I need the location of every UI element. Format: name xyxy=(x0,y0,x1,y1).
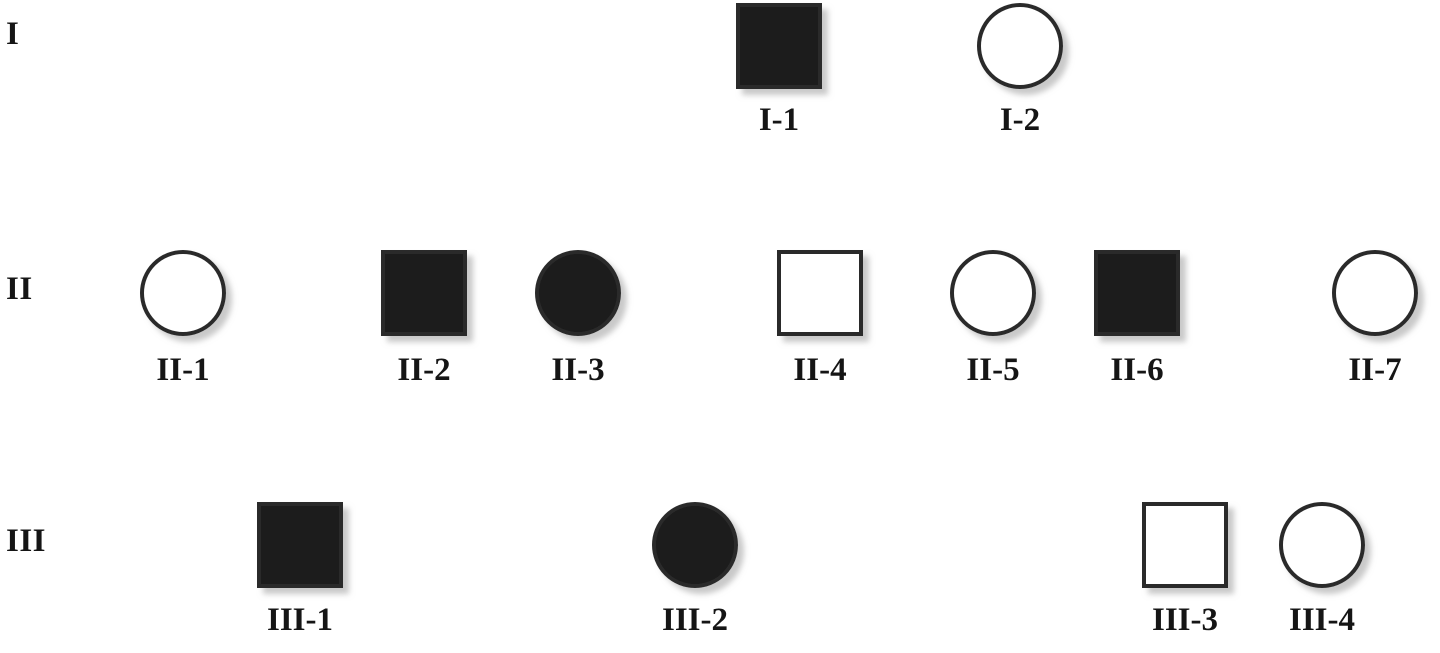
connector-lines xyxy=(222,44,1336,506)
individual-label-iii-4: III-4 xyxy=(1288,602,1356,638)
individual-symbol-iii-3-male-square-unaffected[interactable] xyxy=(1142,502,1228,588)
individual-label-ii-7: II-7 xyxy=(1348,352,1402,388)
individual-label-ii-3: II-3 xyxy=(551,352,605,388)
individual-label-iii-1: III-1 xyxy=(266,602,334,638)
individual-label-i-1: I-1 xyxy=(758,102,800,138)
individual-symbol-iii-4-female-circle-unaffected[interactable] xyxy=(1279,502,1365,588)
individual-label-ii-4: II-4 xyxy=(793,352,847,388)
individual-symbol-ii-1-female-circle-unaffected[interactable] xyxy=(140,250,226,336)
individual-label-ii-2: II-2 xyxy=(397,352,451,388)
individual-symbol-ii-2-male-square-affected[interactable] xyxy=(381,250,467,336)
individual-symbol-ii-6-male-square-affected[interactable] xyxy=(1094,250,1180,336)
individual-symbols xyxy=(140,3,1418,588)
generation-label-i: I xyxy=(6,16,20,52)
generation-label-ii: II xyxy=(6,271,33,307)
individual-symbol-iii-2-female-circle-affected[interactable] xyxy=(652,502,738,588)
individual-symbol-i-1-male-square-affected[interactable] xyxy=(736,3,822,89)
individual-label-ii-5: II-5 xyxy=(966,352,1020,388)
individual-label-i-2: I-2 xyxy=(999,102,1041,138)
individual-symbol-ii-7-female-circle-unaffected[interactable] xyxy=(1332,250,1418,336)
individual-symbol-iii-1-male-square-affected[interactable] xyxy=(257,502,343,588)
individual-label-iii-2: III-2 xyxy=(661,602,729,638)
individual-label-ii-6: II-6 xyxy=(1110,352,1164,388)
individual-symbol-i-2-female-circle-unaffected[interactable] xyxy=(977,3,1063,89)
individual-symbol-ii-3-female-circle-affected[interactable] xyxy=(535,250,621,336)
individual-symbol-ii-5-female-circle-unaffected[interactable] xyxy=(950,250,1036,336)
individual-symbol-ii-4-male-square-unaffected[interactable] xyxy=(777,250,863,336)
individual-label-ii-1: II-1 xyxy=(156,352,210,388)
individual-label-iii-3: III-3 xyxy=(1151,602,1219,638)
generation-label-iii: III xyxy=(6,523,47,559)
